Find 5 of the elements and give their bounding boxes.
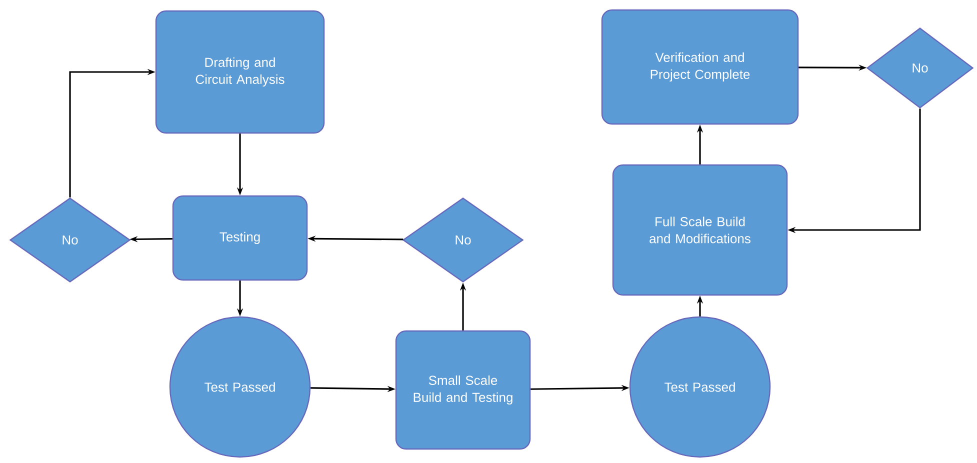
process-box: Drafting and Circuit Analysis [155,10,325,134]
process-box: Verification and Project Complete [601,9,799,125]
process-box: Small Scale Build and Testing [395,330,531,450]
process-box: Testing [172,195,308,281]
process-box: Full Scale Build and Modifications [612,164,788,296]
